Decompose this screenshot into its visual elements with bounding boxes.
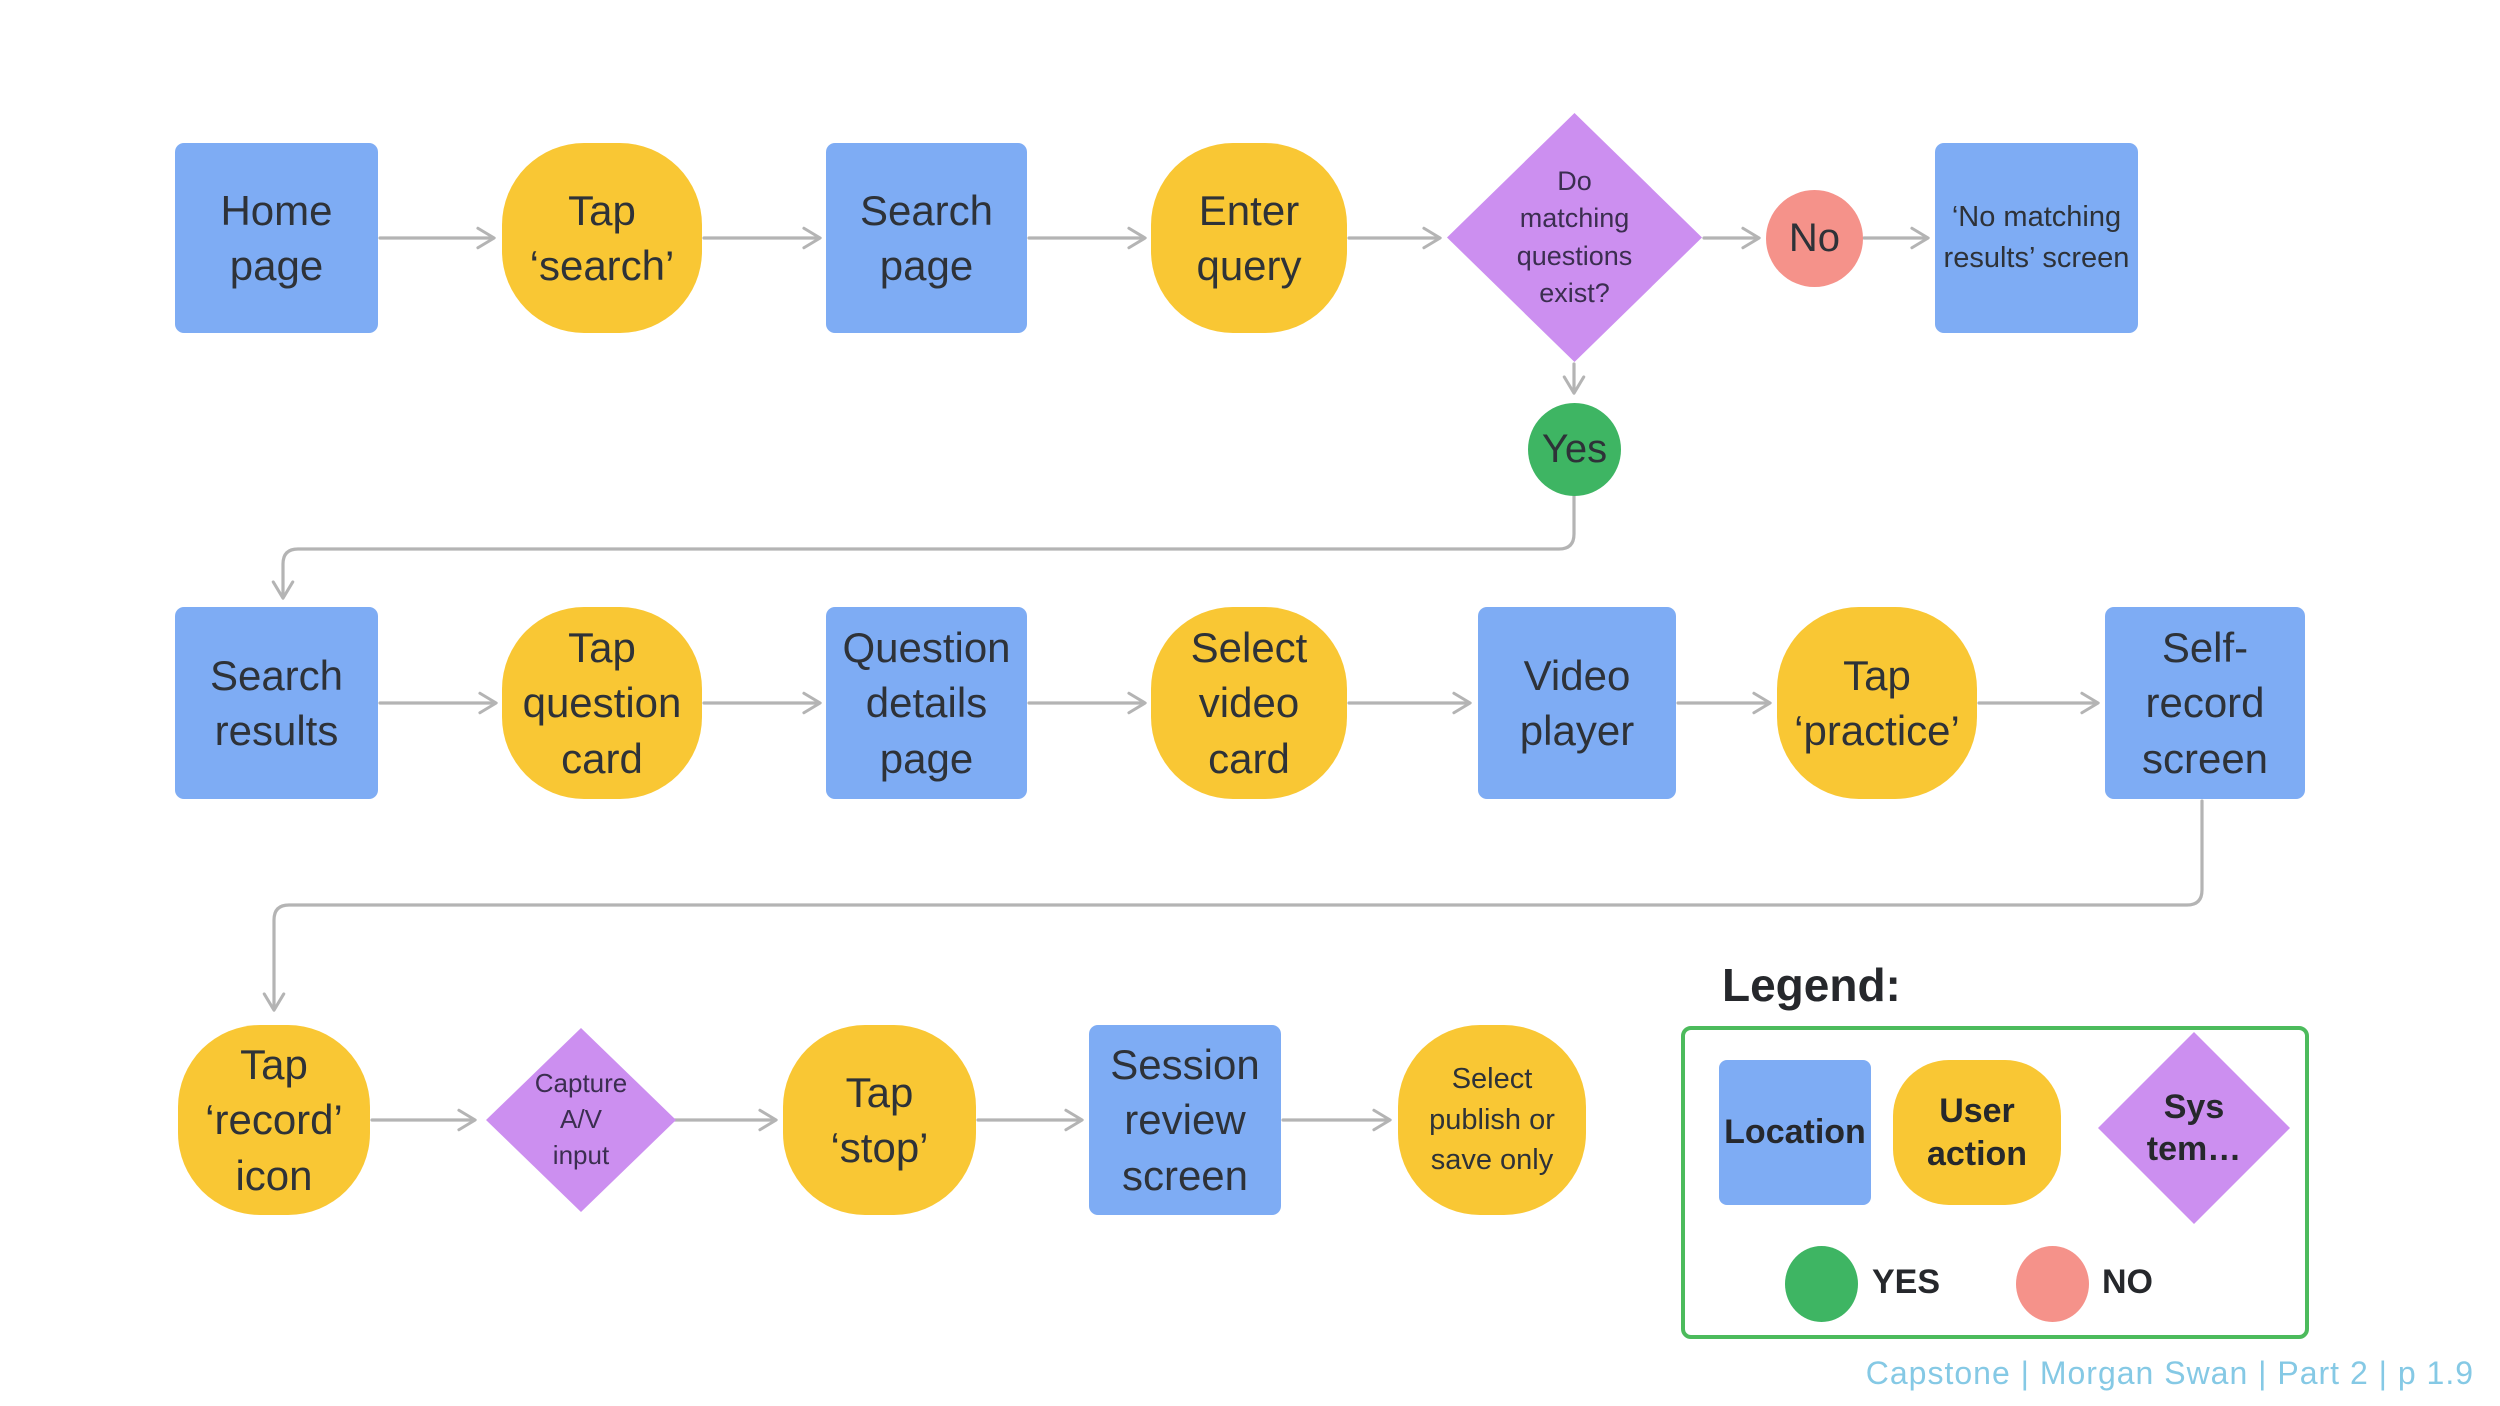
node-video-player: Video player [1478,607,1676,799]
legend-no-swatch [2016,1246,2089,1322]
legend-location-swatch: Location [1719,1060,1871,1205]
node-enter-query: Enter query [1151,143,1347,333]
legend-yes-swatch [1785,1246,1858,1322]
node-select-video-card: Select video card [1151,607,1347,799]
node-no-matching-results-screen: ‘No matching results’ screen [1935,143,2138,333]
node-tap-practice: Tap ‘practice’ [1777,607,1977,799]
connector-yes-to-search-results [271,494,1576,600]
node-home-page: Home page [175,143,378,333]
node-no-branch: No [1766,190,1863,287]
node-search-page: Search page [826,143,1027,333]
legend-yes-label: YES [1872,1263,1941,1301]
node-tap-search: Tap ‘search’ [502,143,702,333]
node-question-details-page: Question details page [826,607,1027,799]
node-yes-branch: Yes [1528,403,1621,496]
connector-self-record-to-tap-record [262,799,2204,1012]
node-self-record-screen: Self- record screen [2105,607,2305,799]
node-select-publish-or-save: Select publish or save only [1398,1025,1586,1215]
node-tap-record-icon: Tap ‘record’ icon [178,1025,370,1215]
legend-no-label: NO [2102,1263,2153,1301]
node-tap-question-card: Tap question card [502,607,702,799]
legend-title: Legend: [1722,959,1901,1011]
footer-credit: Capstone | Morgan Swan | Part 2 | p 1.9 [1865,1355,2474,1391]
node-tap-stop: Tap ‘stop’ [783,1025,976,1215]
node-session-review-screen: Session review screen [1089,1025,1281,1215]
node-capture-av-input: Capture A/V input [486,1028,676,1212]
node-search-results: Search results [175,607,378,799]
node-decision-matching-questions: Do matching questions exist? [1447,113,1702,362]
legend-user-action-swatch: User action [1893,1060,2061,1205]
